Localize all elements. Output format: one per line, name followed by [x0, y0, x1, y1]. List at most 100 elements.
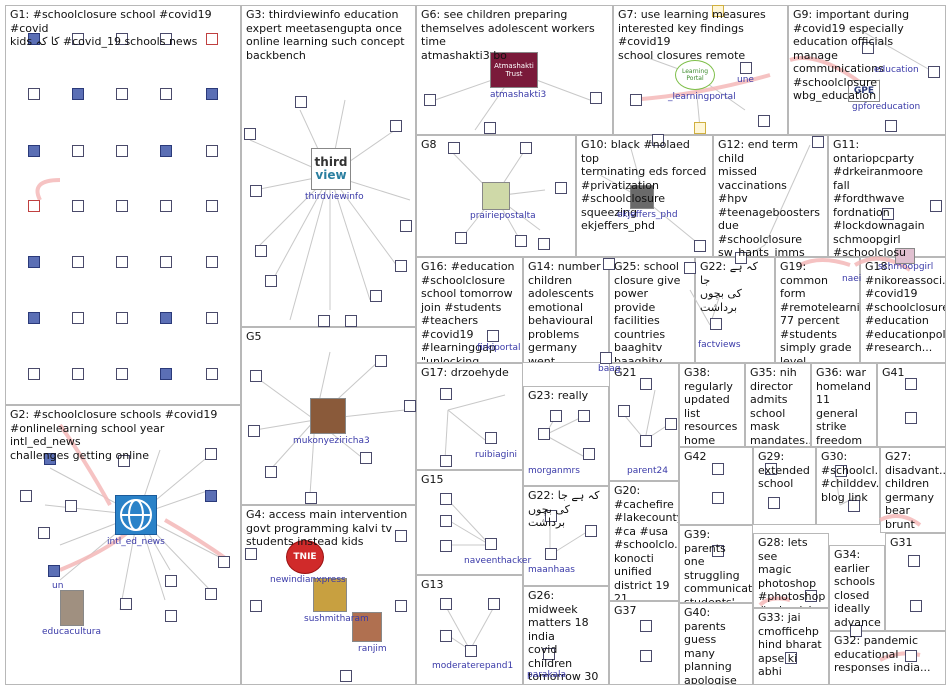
node[interactable] — [28, 368, 40, 380]
node[interactable] — [116, 200, 128, 212]
node[interactable] — [395, 530, 407, 542]
node[interactable] — [550, 410, 562, 422]
node[interactable] — [390, 120, 402, 132]
node[interactable] — [255, 245, 267, 257]
node[interactable] — [440, 455, 452, 467]
node[interactable] — [72, 33, 84, 45]
schmoopgirl-avatar[interactable] — [895, 248, 915, 264]
node[interactable] — [28, 256, 40, 268]
node[interactable] — [160, 33, 172, 45]
node[interactable] — [116, 33, 128, 45]
node[interactable] — [116, 256, 128, 268]
node[interactable] — [370, 290, 382, 302]
node[interactable] — [652, 134, 664, 146]
node[interactable] — [630, 94, 642, 106]
node[interactable] — [805, 590, 817, 602]
node[interactable] — [248, 425, 260, 437]
node[interactable] — [250, 370, 262, 382]
node[interactable] — [206, 88, 218, 100]
node[interactable] — [485, 538, 497, 550]
newindianxpress-logo[interactable]: TNIE — [286, 540, 324, 574]
node[interactable] — [440, 630, 452, 642]
node[interactable] — [618, 405, 630, 417]
node[interactable] — [28, 88, 40, 100]
node[interactable] — [835, 465, 847, 477]
node[interactable] — [665, 418, 677, 430]
node[interactable] — [905, 650, 917, 662]
node[interactable] — [545, 548, 557, 560]
node[interactable] — [265, 466, 277, 478]
node[interactable] — [72, 88, 84, 100]
node[interactable] — [160, 88, 172, 100]
node[interactable] — [712, 5, 724, 17]
node[interactable] — [538, 428, 550, 440]
node[interactable] — [585, 525, 597, 537]
node[interactable] — [28, 200, 40, 212]
node[interactable] — [160, 256, 172, 268]
ranjim-avatar[interactable] — [352, 612, 382, 642]
node[interactable] — [484, 122, 496, 134]
node[interactable] — [250, 600, 262, 612]
node[interactable] — [583, 448, 595, 460]
node[interactable] — [448, 142, 460, 154]
thirdview-logo[interactable]: third view — [311, 148, 351, 190]
node[interactable] — [360, 452, 372, 464]
node[interactable] — [116, 312, 128, 324]
node[interactable] — [710, 318, 722, 330]
node[interactable] — [72, 256, 84, 268]
node[interactable] — [455, 232, 467, 244]
node[interactable] — [520, 142, 532, 154]
node[interactable] — [640, 650, 652, 662]
node[interactable] — [862, 42, 874, 54]
prairiepostalta-avatar[interactable] — [482, 182, 510, 210]
node[interactable] — [465, 645, 477, 657]
node[interactable] — [905, 378, 917, 390]
node[interactable] — [345, 315, 357, 327]
node[interactable] — [424, 94, 436, 106]
node[interactable] — [640, 435, 652, 447]
node[interactable] — [850, 625, 862, 637]
node[interactable] — [440, 493, 452, 505]
node[interactable] — [116, 368, 128, 380]
node[interactable] — [28, 145, 40, 157]
node[interactable] — [603, 258, 615, 270]
node[interactable] — [768, 497, 780, 509]
node[interactable] — [694, 240, 706, 252]
atmashakti-logo[interactable]: Atmashakti Trust — [490, 52, 538, 88]
node[interactable] — [318, 315, 330, 327]
node[interactable] — [160, 368, 172, 380]
node[interactable] — [590, 92, 602, 104]
node[interactable] — [205, 588, 217, 600]
node[interactable] — [72, 368, 84, 380]
node[interactable] — [765, 463, 777, 475]
node[interactable] — [758, 115, 770, 127]
node[interactable] — [905, 412, 917, 424]
node[interactable] — [205, 490, 217, 502]
node[interactable] — [206, 200, 218, 212]
node[interactable] — [116, 145, 128, 157]
node[interactable] — [28, 33, 40, 45]
mukonyeziricha3-avatar[interactable] — [310, 398, 346, 434]
node[interactable] — [740, 62, 752, 74]
node[interactable] — [244, 128, 256, 140]
node[interactable] — [120, 598, 132, 610]
node[interactable] — [538, 238, 550, 250]
node[interactable] — [885, 120, 897, 132]
node[interactable] — [20, 490, 32, 502]
node[interactable] — [712, 492, 724, 504]
node[interactable] — [684, 262, 696, 274]
node[interactable] — [640, 378, 652, 390]
node[interactable] — [812, 136, 824, 148]
node[interactable] — [578, 410, 590, 422]
node[interactable] — [305, 492, 317, 504]
node[interactable] — [712, 545, 724, 557]
node[interactable] — [118, 455, 130, 467]
node[interactable] — [440, 540, 452, 552]
node[interactable] — [205, 448, 217, 460]
node[interactable] — [440, 598, 452, 610]
educacultura-avatar[interactable] — [60, 590, 84, 626]
learning-portal-logo[interactable]: Learning Portal — [675, 60, 715, 90]
node[interactable] — [160, 145, 172, 157]
node[interactable] — [908, 555, 920, 567]
node[interactable] — [28, 312, 40, 324]
